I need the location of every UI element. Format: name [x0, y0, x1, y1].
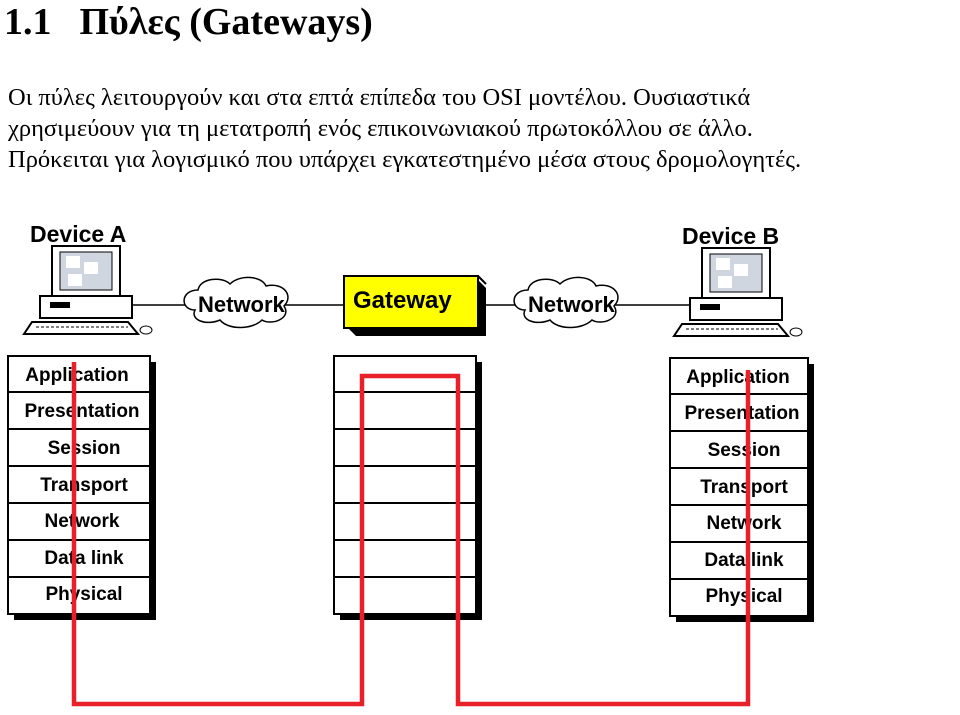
device-a-layer-session: Session — [48, 438, 121, 459]
paragraph-line-1: Οι πύλες λειτουργούν και στα επτά επίπεδ… — [8, 84, 751, 111]
device-b-layer-presentation: Presentation — [684, 403, 799, 424]
page-title: 1.1 Πύλες (Gateways) — [4, 0, 373, 44]
device-b-layer-session: Session — [708, 440, 781, 461]
section-title: Πύλες (Gateways) — [79, 1, 373, 43]
right-network-cloud-icon — [513, 276, 619, 329]
device-a-layer-network: Network — [45, 511, 120, 532]
device-b-layer-application: Application — [686, 367, 789, 388]
device-b-computer-icon — [672, 247, 803, 337]
device-a-layer-application: Application — [25, 365, 128, 386]
right-network-label: Network — [528, 292, 616, 317]
gateway-label: Gateway — [353, 287, 452, 314]
device-b-layer-network: Network — [707, 513, 782, 534]
data-path-line — [71, 362, 751, 707]
device-b-label: Device B — [682, 223, 779, 249]
device-b-osi-stack — [669, 357, 814, 622]
device-a-layer-physical: Physical — [45, 584, 122, 605]
device-a-computer-icon — [22, 245, 153, 335]
intro-paragraph: Οι πύλες λειτουργούν και στα επτά επίπεδ… — [8, 82, 958, 175]
paragraph-line-2: χρησιμεύουν για τη μετατροπή ενός επικοι… — [8, 115, 753, 142]
left-network-cloud-icon — [183, 276, 289, 329]
device-b-layer-physical: Physical — [705, 586, 782, 607]
left-network-label: Network — [198, 292, 286, 317]
device-a-layer-transport: Transport — [40, 475, 128, 496]
device-b-layer-datalink: Data link — [704, 550, 784, 571]
device-a-label: Device A — [30, 221, 126, 247]
device-b-layer-transport: Transport — [700, 477, 788, 498]
device-a-osi-stack — [7, 355, 156, 620]
section-number: 1.1 — [4, 1, 52, 43]
device-a-layer-datalink: Data link — [44, 548, 124, 569]
paragraph-line-3: Πρόκειται για λογισμικό που υπάρχει εγκα… — [8, 146, 802, 173]
gateway-box — [343, 275, 487, 336]
device-a-layer-presentation: Presentation — [24, 401, 139, 422]
